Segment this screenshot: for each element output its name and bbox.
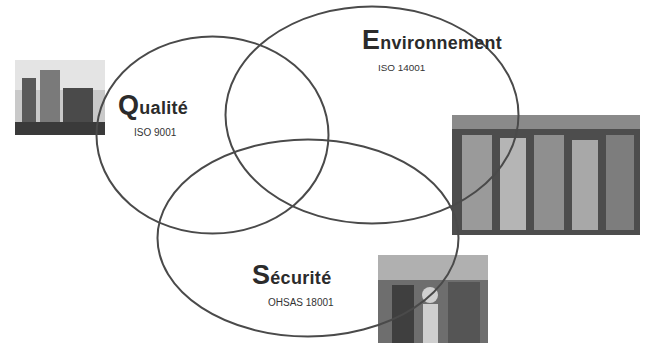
ellipse-label: EnvironnementISO 14001 bbox=[362, 25, 502, 73]
venn-ellipse: SécuritéOHSAS 18001 bbox=[156, 138, 460, 338]
standard-code: ISO 14001 bbox=[378, 62, 502, 73]
ellipse-outline bbox=[156, 138, 460, 338]
standard-code: OHSAS 18001 bbox=[268, 297, 334, 308]
worker-photo bbox=[378, 255, 488, 343]
system-name: Qualité bbox=[118, 90, 188, 121]
ellipse-label: SécuritéOHSAS 18001 bbox=[252, 260, 334, 308]
venn-ellipse: QualitéISO 9001 bbox=[95, 35, 330, 235]
ellipse-outline bbox=[95, 35, 330, 235]
system-name: Sécurité bbox=[252, 260, 334, 291]
standard-code: ISO 9001 bbox=[134, 127, 188, 138]
system-name: Environnement bbox=[362, 25, 502, 56]
venn-ellipse: EnvironnementISO 14001 bbox=[224, 5, 520, 225]
ellipse-label: QualitéISO 9001 bbox=[118, 90, 188, 138]
building-photo bbox=[15, 60, 105, 135]
equipment-photo bbox=[452, 115, 640, 235]
